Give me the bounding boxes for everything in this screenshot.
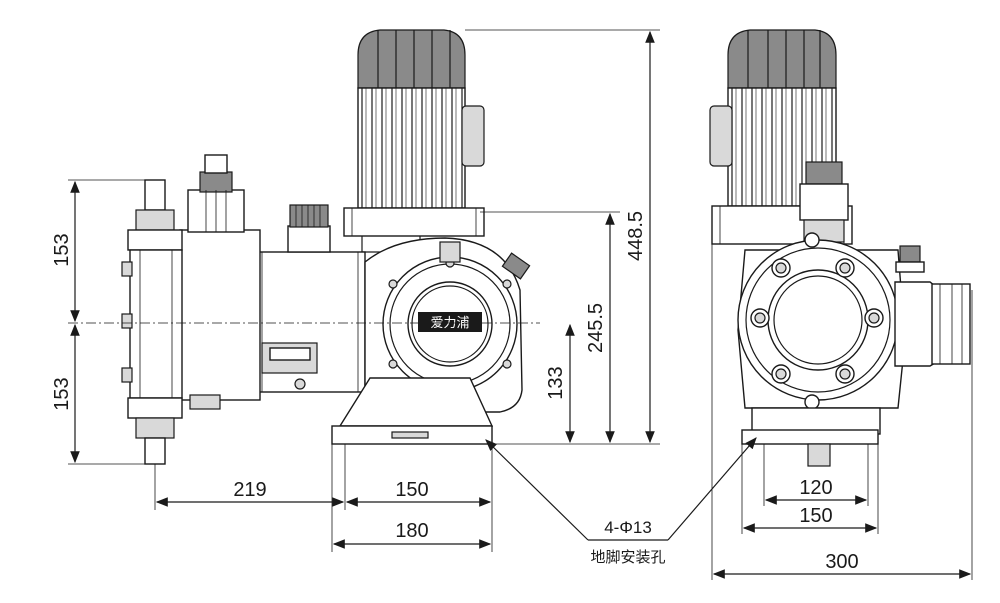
front-view: 爱力浦 xyxy=(51,29,660,552)
side-view: 120 150 300 xyxy=(709,29,973,580)
dim-head-offset: 219 xyxy=(155,479,345,507)
side-knob xyxy=(895,245,925,273)
svg-text:245.5: 245.5 xyxy=(585,303,607,353)
svg-text:120: 120 xyxy=(799,477,832,499)
dim-base-hole-spacing: 150 xyxy=(345,479,492,507)
dim-left-bottom: 153 xyxy=(51,323,80,464)
svg-text:180: 180 xyxy=(395,520,428,542)
extension-lines-front xyxy=(68,29,660,552)
svg-text:219: 219 xyxy=(233,479,266,501)
svg-text:448.5: 448.5 xyxy=(625,211,647,261)
dim-shaft-center-height: 245.5 xyxy=(585,212,615,444)
pump-head-front xyxy=(179,154,261,410)
dim-left-top: 153 xyxy=(51,180,80,323)
dim-side-base-width: 150 xyxy=(742,505,878,533)
dim-overall-height: 448.5 xyxy=(625,30,655,444)
top-connector-side xyxy=(799,161,849,243)
svg-text:133: 133 xyxy=(545,366,567,399)
dim-side-hole-spacing: 120 xyxy=(764,477,868,505)
valve-column xyxy=(121,179,183,465)
svg-text:300: 300 xyxy=(825,551,858,573)
base-front xyxy=(331,377,494,445)
gearbox-front xyxy=(254,204,366,393)
side-outlet xyxy=(894,281,971,367)
svg-text:153: 153 xyxy=(51,233,73,266)
mounting-hole-callout: 4-Φ13 地脚安装孔 xyxy=(485,437,757,566)
motor-front xyxy=(343,29,485,253)
nameplate-brand: 爱力浦 xyxy=(430,316,469,331)
hole-purpose-label: 地脚安装孔 xyxy=(590,548,665,566)
svg-text:150: 150 xyxy=(799,505,832,527)
dim-base-to-flange: 133 xyxy=(545,323,575,444)
base-side xyxy=(741,407,881,467)
extension-lines-side xyxy=(711,244,973,580)
svg-text:150: 150 xyxy=(395,479,428,501)
dim-side-overall-width: 300 xyxy=(712,551,972,579)
dim-base-width: 180 xyxy=(332,520,492,549)
hole-spec-label: 4-Φ13 xyxy=(604,518,652,537)
svg-text:153: 153 xyxy=(51,377,73,410)
flange-side xyxy=(737,232,906,410)
eccentric-housing: 爱力浦 xyxy=(364,237,531,413)
